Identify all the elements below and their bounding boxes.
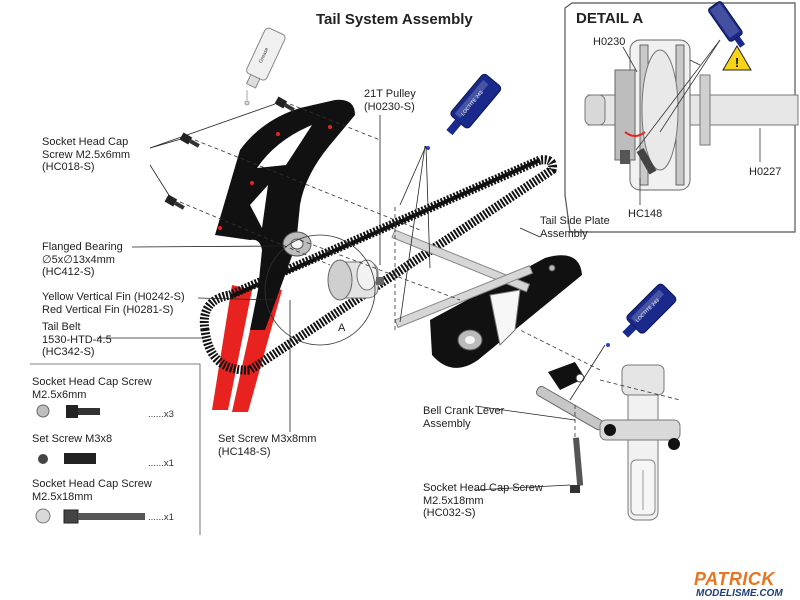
flanged-bearing — [282, 231, 312, 257]
parts-list-item: Set Screw M3x8 — [32, 433, 113, 445]
callout-leaders — [97, 103, 606, 491]
detail-a-panel: ! — [564, 1, 799, 233]
pulley-21t-label: 21T Pulley(H0230-S) — [364, 88, 416, 113]
patrick-modelisme-logo: PATRICK MODELISME.COM — [690, 569, 800, 600]
detail-h0230-label: H0230 — [593, 36, 626, 48]
page-title: Tail System Assembly — [316, 11, 473, 28]
tail-hub — [599, 364, 681, 521]
svg-text:!: ! — [735, 55, 739, 70]
right-tail-plate — [391, 229, 582, 368]
parts-list-qty: ......x1 — [148, 512, 174, 523]
parts-list-qty: ......x3 — [148, 409, 174, 420]
loctite-bottle-bottom: LOCTITE 243 — [622, 283, 677, 338]
set-screw-label: Set Screw M3x8mm(HC148-S) — [218, 433, 317, 458]
vertical-fins-label: Yellow Vertical Fin (H0242-S)Red Vertica… — [42, 291, 185, 316]
parts-list-qty: ......x1 — [148, 458, 174, 469]
socket-head-screws — [164, 96, 295, 210]
logo-brand-text: PATRICK — [694, 569, 775, 589]
pulley-21t — [327, 259, 384, 301]
svg-text:1530-HTD-4.5: 1530-HTD-4.5 — [348, 149, 392, 172]
logo-site-text: MODELISME.COM — [696, 588, 783, 599]
flanged-bearing-label: Flanged Bearing∅5x∅13x4mm(HC412-S) — [42, 241, 123, 278]
left-tail-plate — [215, 99, 355, 330]
detail-h0227-label: H0227 — [749, 166, 782, 178]
parts-list-box — [30, 363, 201, 535]
loctite-bottle-top: LOCTITE 243 — [446, 73, 502, 136]
detail-a-marker: A — [338, 322, 346, 334]
bell-crank-assembly — [535, 362, 604, 493]
detail-hc148-label: HC148 — [628, 208, 663, 220]
grease-tube: Grease — [245, 27, 286, 89]
detail-a-title: DETAIL A — [576, 10, 644, 27]
assembly-guide-lines — [179, 103, 681, 440]
